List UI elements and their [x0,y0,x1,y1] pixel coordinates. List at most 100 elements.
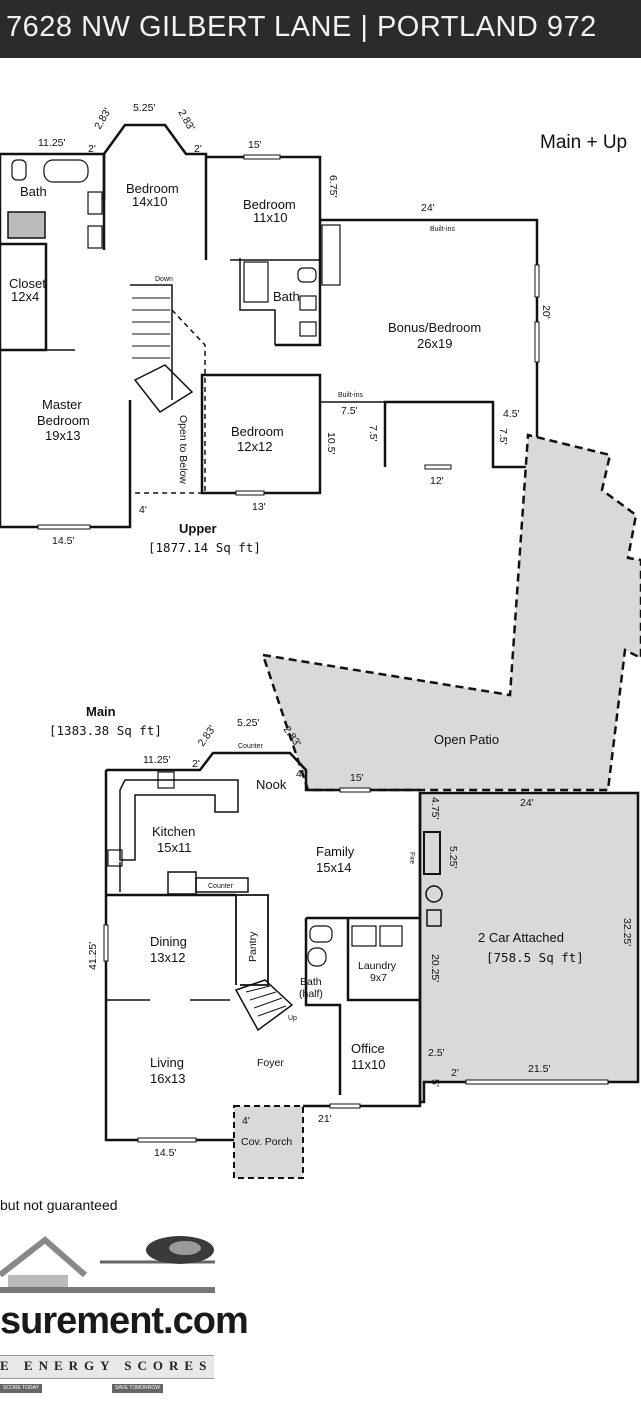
dim-upper-7-5c: 7.5' [367,425,379,442]
patio-label: Open Patio [434,732,499,747]
dining-label: Dining [150,934,187,949]
bonus-label: Bonus/Bedroom [388,320,481,335]
main-stair-treads [245,985,287,1017]
kitchen-size: 15x11 [157,840,191,855]
dim-upper-11-25: 11.25' [38,137,66,149]
tagline-left: SCORE TODAY [0,1384,42,1393]
dim-main-5-25b: 5.25' [447,846,459,868]
house-logo [0,1236,215,1293]
bonus-size: 26x19 [417,336,452,351]
dim-main-15: 15' [350,772,364,784]
office-size: 11x10 [351,1057,385,1072]
dim-main-20-25: 20.25' [429,954,441,982]
up-label: Up [288,1015,297,1022]
dim-upper-2-83b: 2.83' [175,108,197,133]
main-fixtures [107,771,403,967]
kitchen-label: Kitchen [152,824,195,839]
dim-main-4a: 4' [296,768,304,780]
property-address: 7628 NW GILBERT LANE | PORTLAND 972 [6,11,597,43]
porch-label: Cov. Porch [241,1136,292,1148]
office-label: Office [351,1041,385,1056]
dim-upper-13: 13' [252,501,266,513]
upper-fixtures [11,159,341,337]
window-marks [37,154,609,1143]
master-size: 19x13 [45,428,80,443]
dim-main-21-5: 21.5' [528,1063,550,1075]
dim-upper-4-5: 4.5' [503,408,520,420]
dim-main-2-83a: 2.83' [196,723,219,748]
bedroom-a-label: Bedroom [126,181,179,196]
dim-main-2-5: 2.5' [428,1047,445,1059]
pantry-label: Pantry [247,931,259,962]
dim-upper-7-5a: 7.5' [497,428,509,445]
dim-upper-20: 20' [540,305,552,319]
dim-upper-10-5: 10.5' [325,432,337,454]
living-label: Living [150,1055,184,1070]
disclaimer-text: but not guaranteed [0,1197,118,1213]
dim-upper-2b: 2' [194,143,202,155]
upper-stair-treads [132,297,170,359]
family-size: 15x14 [316,860,351,875]
dim-main-2: 2' [192,758,200,770]
down-label: Down [155,276,173,283]
bedroom-c-size: 12x12 [237,439,272,454]
family-label: Family [316,844,355,859]
counter-top-label: Counter [238,743,264,750]
bedroom-c-label: Bedroom [231,424,284,439]
porch-shape [233,1105,304,1179]
open-below-label: Open to Below [177,415,189,484]
header-banner: 7628 NW GILBERT LANE | PORTLAND 972 [0,0,641,58]
fire-label: Fire [408,852,415,864]
garage-area: [758.5 Sq ft] [486,950,584,965]
energy-bar [0,1355,214,1379]
dim-main-32-25: 32.25' [621,918,633,946]
upper-bath-label: Bath [20,184,47,199]
dim-main-11-25: 11.25' [143,754,171,766]
builtins-label-1: Built-ins [430,226,455,233]
upper-floor-label: Upper [179,521,217,536]
garage-label: 2 Car Attached [478,930,564,945]
garage-shape [418,791,640,1104]
half-bath-label-1: Bath [300,976,322,988]
brand-name: surement.com [0,1300,249,1342]
foyer-label: Foyer [257,1057,284,1069]
main-floor-area: [1383.38 Sq ft] [49,723,162,738]
plan-title: Main + Up [540,132,627,153]
dim-upper-4: 4' [139,504,147,516]
main-floor-label: Main [86,704,116,719]
dim-main-24: 24' [520,797,534,809]
dining-size: 13x12 [150,950,185,965]
dim-main-2b: 2' [451,1067,459,1079]
dim-upper-14-5: 14.5' [52,535,74,547]
tagline-right: SAVE TOMORROW [112,1384,164,1393]
dim-upper-2-83a: 2.83' [92,106,114,131]
dim-upper-24: 24' [421,202,435,214]
master-label-1: Master [42,397,82,412]
energy-scores-text: E ENERGY SCORES [0,1358,213,1373]
bedroom-b-label: Bedroom [243,197,296,212]
dim-main-5-25: 5.25' [237,717,259,729]
dim-main-41-25: 41.25' [87,942,99,970]
open-patio-shape [261,433,641,792]
dim-upper-6-75: 6.75' [327,175,339,197]
upper-floor-area: [1877.14 Sq ft] [148,540,261,555]
dim-main-21: 21' [318,1113,332,1125]
dim-upper-2a: 2' [88,143,96,155]
bedroom-a-size: 14x10 [132,194,167,209]
nook-label: Nook [256,777,287,792]
living-size: 16x13 [150,1071,185,1086]
dim-upper-7-5b: 7.5' [341,405,358,417]
laundry-size: 9x7 [370,972,387,984]
dim-main-4b: 4' [242,1115,250,1127]
laundry-label: Laundry [358,960,397,972]
dim-upper-15: 15' [248,139,262,151]
closet-size: 12x4 [11,289,39,304]
master-label-2: Bedroom [37,413,90,428]
dim-main-14-5: 14.5' [154,1147,176,1159]
dim-upper-5-25: 5.25' [133,102,155,114]
bedroom-b-size: 11x10 [253,210,287,225]
dim-main-4-75: 4.75' [429,797,441,819]
dim-upper-12: 12' [430,475,444,487]
upper-bath2-label: Bath [273,289,300,304]
